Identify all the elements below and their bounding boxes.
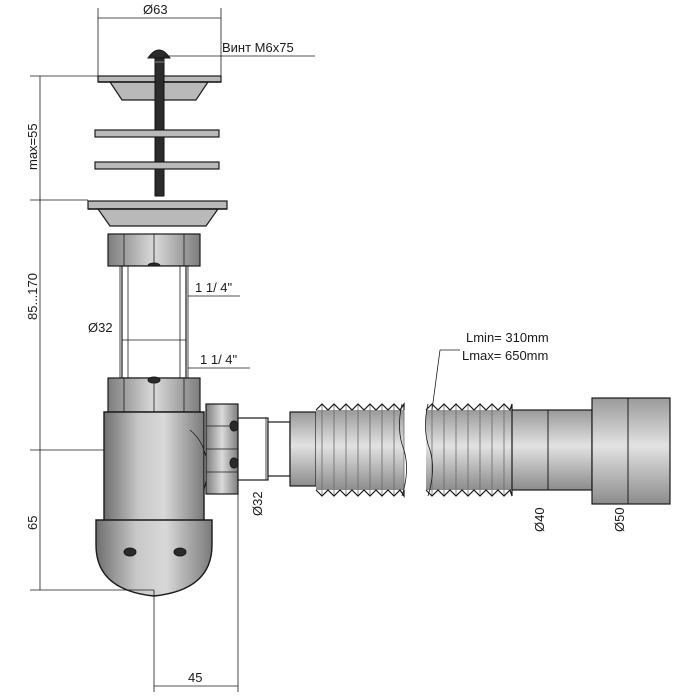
hose-break-marks (399, 403, 433, 497)
hose-lmin-label: Lmin= 310mm (466, 330, 549, 345)
extension-lines (30, 8, 239, 692)
lower-nut (107, 376, 201, 413)
upper-nut (107, 233, 201, 270)
top-diameter-label: Ø63 (143, 2, 168, 17)
outlet-flange (87, 200, 228, 227)
screw-m6 (147, 49, 171, 197)
pipe-diameter-label: Ø32 (88, 320, 113, 335)
side-outlet-nut (205, 403, 239, 495)
max-height-label: max=55 (25, 123, 40, 170)
dimension-lines (39, 17, 629, 687)
hose-lmax-label: Lmax= 650mm (462, 348, 548, 363)
screw-label: Винт М6х75 (222, 40, 294, 55)
adapter-small-diameter-label: Ø40 (532, 507, 547, 532)
bottle-height-label: 65 (25, 516, 40, 530)
offset-label: 45 (188, 670, 202, 685)
outlet-diameter-label: Ø32 (250, 491, 265, 516)
thread-upper-label: 1 1/ 4" (195, 280, 233, 295)
outlet-pipe (237, 411, 317, 487)
adapter-large-diameter-label: Ø50 (612, 507, 627, 532)
hose-adapter (511, 397, 671, 505)
range-height-label: 85...170 (25, 273, 40, 320)
corrugated-hose-left (315, 402, 405, 498)
thread-lower-label: 1 1/ 4" (200, 352, 238, 367)
bottle-trap (95, 411, 213, 597)
vertical-tube (121, 265, 187, 379)
corrugated-hose-right (425, 403, 513, 497)
gasket-washers (94, 129, 220, 170)
